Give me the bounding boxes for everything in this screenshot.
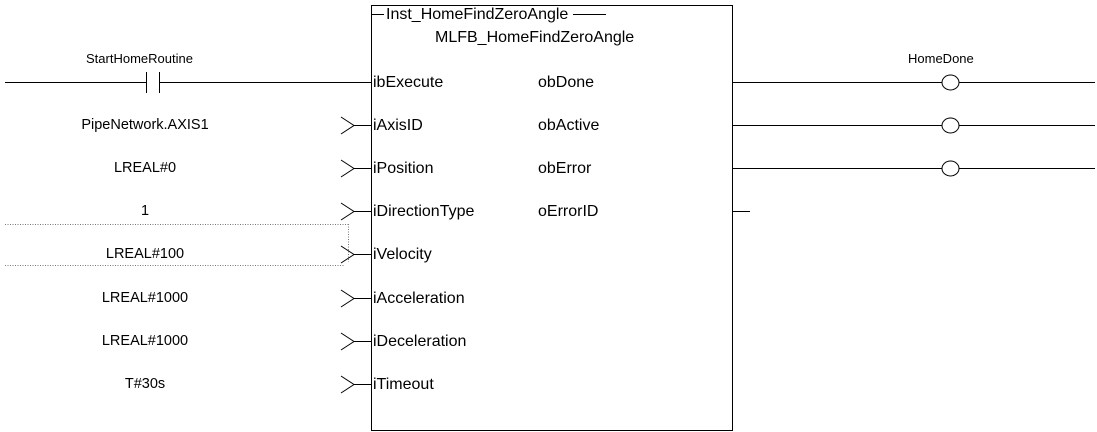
input-pin-iPosition: iPosition xyxy=(373,160,434,177)
input-value-iAxisID[interactable]: PipeNetwork.AXIS1 xyxy=(81,117,209,133)
input-connector-iVelocity xyxy=(340,245,371,264)
input-connector-iAcceleration xyxy=(340,289,371,308)
coil-label: HomeDone xyxy=(908,51,974,66)
selection-frame xyxy=(5,224,349,266)
input-connector-iDeceleration xyxy=(340,332,371,351)
input-pin-iDeceleration: iDeceleration xyxy=(373,333,467,350)
input-pin-iTimeout: iTimeout xyxy=(373,376,434,393)
input-connector-iPosition xyxy=(340,159,371,178)
output-pin-obActive: obActive xyxy=(538,117,600,134)
input-pin-ibExecute: ibExecute xyxy=(373,74,444,91)
input-connector-iTimeout xyxy=(340,375,371,394)
input-value-iTimeout[interactable]: T#30s xyxy=(124,376,166,392)
input-connector-iAxisID xyxy=(340,116,371,135)
input-value-iDeceleration[interactable]: LREAL#1000 xyxy=(101,333,189,349)
input-pin-iAcceleration: iAcceleration xyxy=(373,290,465,307)
function-block-box[interactable] xyxy=(371,5,733,431)
coil-obError[interactable] xyxy=(941,160,960,177)
output-pin-obDone: obDone xyxy=(538,74,595,91)
input-pin-iDirectionType: iDirectionType xyxy=(373,203,475,220)
contact-label: StartHomeRoutine xyxy=(86,51,193,66)
input-value-iVelocity[interactable]: LREAL#100 xyxy=(105,246,185,262)
block-instance-name: Inst_HomeFindZeroAngle xyxy=(386,6,569,23)
input-pin-iVelocity: iVelocity xyxy=(373,246,432,263)
coil-obActive[interactable] xyxy=(941,117,960,134)
block-type-name: MLFB_HomeFindZeroAngle xyxy=(435,29,635,46)
coil-obDone[interactable] xyxy=(941,74,960,91)
input-pin-iAxisID: iAxisID xyxy=(373,117,423,134)
input-value-iAcceleration[interactable]: LREAL#1000 xyxy=(101,290,189,306)
input-value-iDirectionType[interactable]: 1 xyxy=(140,203,150,219)
output-pin-oErrorID: oErrorID xyxy=(538,203,599,220)
output-pin-obError: obError xyxy=(538,160,592,177)
input-connector-iDirectionType xyxy=(340,202,371,221)
input-value-iPosition[interactable]: LREAL#0 xyxy=(113,160,177,176)
